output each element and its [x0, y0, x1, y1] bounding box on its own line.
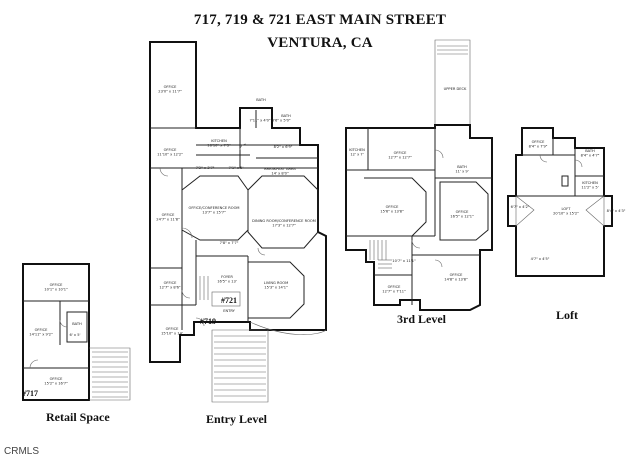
third-level-plan: [345, 39, 493, 311]
svg-text:BATH: BATH: [72, 322, 82, 326]
unit-number-717: #717: [22, 389, 38, 398]
svg-text:4'7" x 4'5": 4'7" x 4'5": [531, 257, 550, 261]
svg-text:7'8" x 7'7": 7'8" x 7'7": [220, 241, 239, 245]
entry-level-plan: [149, 41, 327, 403]
svg-text:6'7" x 4'2": 6'7" x 4'2": [511, 205, 530, 209]
svg-text:6' x 5': 6' x 5': [70, 333, 81, 337]
level-label-retail: Retail Space: [46, 410, 110, 424]
unit-number-721: #721: [221, 296, 237, 305]
retail-space-plan: [22, 263, 131, 401]
svg-text:10'7" x 11'1": 10'7" x 11'1": [392, 259, 416, 263]
level-label-loft: Loft: [556, 308, 578, 322]
svg-text:UPPER DECK: UPPER DECK: [444, 87, 467, 91]
loft-plan: [507, 127, 613, 277]
level-label-entry: Entry Level: [206, 412, 267, 426]
level-label-third: 3rd Level: [397, 312, 446, 326]
svg-text:8'2" x 6'9": 8'2" x 6'9": [274, 145, 293, 149]
svg-text:7'2" x 3'7": 7'2" x 3'7": [196, 166, 215, 170]
unit-number-719: #719: [200, 317, 216, 326]
svg-text:8'4" x 4'3": 8'4" x 4'3": [607, 209, 626, 213]
property-address: 717, 719 & 721 EAST MAIN STREET: [193, 12, 447, 28]
mls-watermark: CRMLS: [4, 446, 40, 457]
svg-text:BATH: BATH: [256, 98, 266, 102]
svg-text:ENTRY: ENTRY: [223, 309, 235, 313]
property-city: VENTURA, CA: [267, 35, 373, 51]
svg-text:7'1" x 5': 7'1" x 5': [229, 166, 244, 170]
